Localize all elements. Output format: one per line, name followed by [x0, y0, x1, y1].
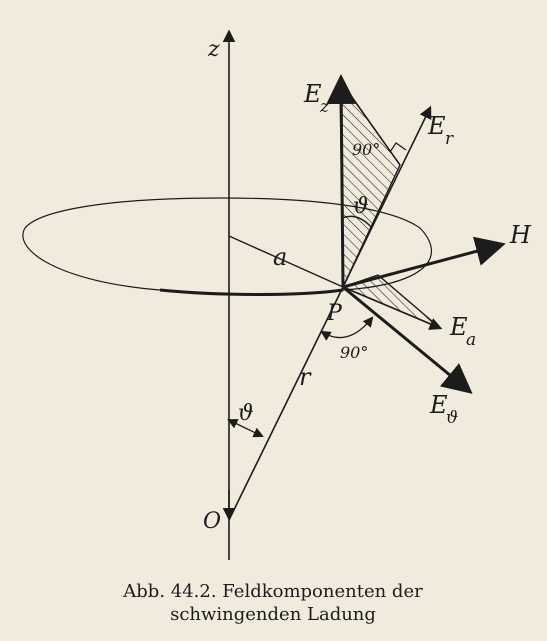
- ez-er-hatched-triangle: [339, 77, 401, 288]
- ez-label-sub: z: [319, 97, 330, 117]
- z-axis-label: z: [207, 37, 220, 62]
- right-angle-mark-top: [389, 142, 407, 153]
- ez-label: E: [303, 80, 322, 108]
- ea-vector: [342, 286, 443, 330]
- er-vector: [342, 105, 432, 288]
- o-label: O: [203, 509, 221, 534]
- a-label: a: [273, 243, 287, 271]
- radius-a-line: [228, 235, 344, 288]
- ea-label: E: [449, 313, 468, 341]
- angle-top-label: 90°: [352, 140, 380, 159]
- h-label: H: [509, 221, 532, 249]
- caption-line-1: Abb. 44.2. Feldkomponenten der: [122, 581, 423, 602]
- theta-arc-bottom: [227, 419, 264, 438]
- theta-arc-top: [341, 215, 373, 229]
- h-vector: [342, 236, 506, 289]
- etheta-vector: [342, 285, 473, 394]
- orbit-ellipse-front: [159, 288, 344, 296]
- orbit-ellipse-back: [22, 197, 432, 291]
- r-label: r: [299, 363, 312, 391]
- er-label: E: [427, 112, 446, 140]
- angle-bottom-label: 90°: [340, 343, 368, 362]
- theta-bottom-label: ϑ: [238, 401, 254, 426]
- etheta-label: E: [429, 391, 448, 419]
- er-label-sub: r: [445, 129, 454, 149]
- p-label: P: [326, 301, 343, 326]
- ez-vector: [326, 74, 357, 288]
- etheta-label-sub: ϑ: [446, 408, 458, 428]
- right-angle-arc-bottom: [320, 316, 374, 341]
- caption-line-2: schwingenden Ladung: [170, 604, 376, 625]
- ea-label-sub: a: [466, 330, 476, 350]
- theta-top-label: ϑ: [353, 194, 369, 219]
